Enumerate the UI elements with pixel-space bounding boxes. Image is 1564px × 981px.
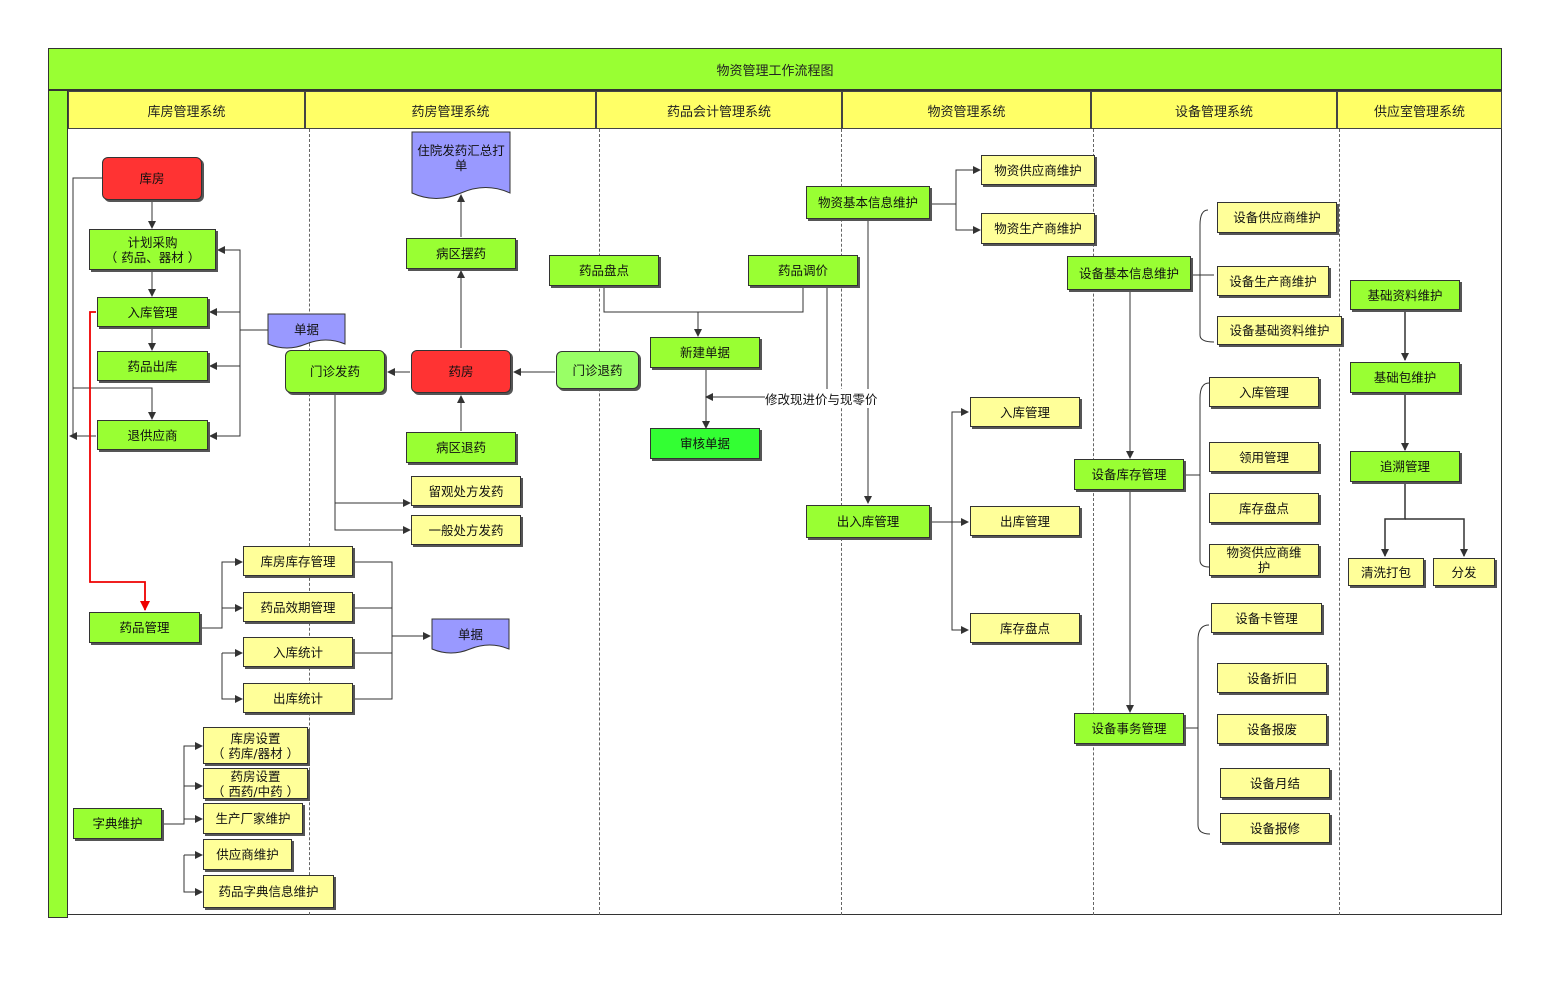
node-liuguan-chufang[interactable]: 留观处方发药 xyxy=(411,476,521,506)
node-zhuisu[interactable]: 追溯管理 xyxy=(1350,451,1460,482)
doc-zhuyuan-fayao[interactable]: 住院发药汇总打 单 xyxy=(417,143,505,173)
lane-header-kufang: 库房管理系统 xyxy=(68,91,305,129)
node-bingqu-tuiyao[interactable]: 病区退药 xyxy=(406,432,516,463)
lane-separator xyxy=(599,129,600,915)
doc-danju-2[interactable]: 单据 xyxy=(457,626,483,642)
node-tui-gongyingshang[interactable]: 退供应商 xyxy=(97,420,208,450)
node-sb-jiben[interactable]: 设备基本信息维护 xyxy=(1067,256,1191,290)
node-kufang-kucun[interactable]: 库房库存管理 xyxy=(243,546,353,576)
node-sb-wz-gongyingshang[interactable]: 物资供应商维 护 xyxy=(1209,544,1319,576)
node-sb-zhejiu[interactable]: 设备折旧 xyxy=(1217,663,1327,693)
diagram-frame xyxy=(68,90,1502,915)
node-fenfa[interactable]: 分发 xyxy=(1433,558,1495,586)
label-xiugai-jiage: 修改现进价与现零价 xyxy=(765,389,878,408)
node-sb-yuejie[interactable]: 设备月结 xyxy=(1220,768,1330,798)
node-sb-ruku[interactable]: 入库管理 xyxy=(1209,377,1319,407)
doc-shape xyxy=(431,618,510,654)
node-kufang-shezhi[interactable]: 库房设置 （ 药库/器材 ） xyxy=(203,727,308,764)
lane-header-yaofang: 药房管理系统 xyxy=(305,91,596,129)
node-sb-kucun[interactable]: 设备库存管理 xyxy=(1074,459,1184,490)
node-jichu-ziliao[interactable]: 基础资料维护 xyxy=(1350,280,1460,310)
node-zidian-xinxi[interactable]: 药品字典信息维护 xyxy=(203,875,334,908)
node-yiban-chufang[interactable]: 一般处方发药 xyxy=(411,515,521,545)
node-gongyingshang-weihu[interactable]: 供应商维护 xyxy=(203,839,292,870)
lane-separator xyxy=(1093,129,1094,915)
doc-danju-1[interactable]: 单据 xyxy=(293,321,319,337)
node-yaopin-guanli[interactable]: 药品管理 xyxy=(89,612,200,643)
node-yaopin-chuku[interactable]: 药品出库 xyxy=(97,351,208,381)
node-yaopin-tiaojia[interactable]: 药品调价 xyxy=(748,255,858,286)
node-wz-chuku[interactable]: 出库管理 xyxy=(970,506,1080,536)
lane-separator xyxy=(1339,129,1340,915)
node-qingxi-dabao[interactable]: 清洗打包 xyxy=(1348,558,1424,586)
node-chuku-tongji[interactable]: 出库统计 xyxy=(243,683,353,713)
node-ruku-guanli[interactable]: 入库管理 xyxy=(97,297,208,327)
doc-shape xyxy=(267,313,346,349)
node-yaopin-pandian[interactable]: 药品盘点 xyxy=(549,255,659,286)
node-ruku-tongji[interactable]: 入库统计 xyxy=(243,637,353,667)
node-sb-ka[interactable]: 设备卡管理 xyxy=(1211,603,1322,633)
node-sb-pandian[interactable]: 库存盘点 xyxy=(1209,493,1319,523)
node-changjia-weihu[interactable]: 生产厂家维护 xyxy=(203,803,303,834)
node-zidian-weihu[interactable]: 字典维护 xyxy=(73,808,162,839)
node-wz-pandian[interactable]: 库存盘点 xyxy=(970,613,1080,643)
node-jichubao[interactable]: 基础包维护 xyxy=(1350,362,1460,393)
node-sb-shengchanshang[interactable]: 设备生产商维护 xyxy=(1217,266,1329,296)
node-wz-shengchanshang[interactable]: 物资生产商维护 xyxy=(981,213,1095,244)
node-menzhen-tuiyao[interactable]: 门诊退药 xyxy=(556,351,639,389)
lane-header-gongying: 供应室管理系统 xyxy=(1337,91,1502,129)
node-churuku-guanli[interactable]: 出入库管理 xyxy=(806,505,930,538)
node-shenhe-danju[interactable]: 审核单据 xyxy=(650,428,760,459)
node-jihua-caigou[interactable]: 计划采购 （ 药品、器材 ） xyxy=(89,229,216,270)
node-menzhen-fayao[interactable]: 门诊发药 xyxy=(285,350,385,393)
node-sb-jichuziliao[interactable]: 设备基础资料维护 xyxy=(1217,316,1342,345)
doc-shape xyxy=(411,131,511,199)
node-sb-gongyingshang[interactable]: 设备供应商维护 xyxy=(1217,202,1337,233)
lane-header-shebei: 设备管理系统 xyxy=(1091,91,1337,129)
node-wz-gongyingshang[interactable]: 物资供应商维护 xyxy=(981,155,1095,185)
node-bingqu-baiyao[interactable]: 病区摆药 xyxy=(406,238,516,269)
lane-separator xyxy=(309,129,310,915)
node-yaofang[interactable]: 药房 xyxy=(411,350,511,393)
left-band xyxy=(48,90,68,918)
diagram-title: 物资管理工作流程图 xyxy=(48,48,1502,90)
lane-header-wuzi: 物资管理系统 xyxy=(842,91,1091,129)
node-sb-baofei[interactable]: 设备报废 xyxy=(1217,714,1327,744)
lane-header-kuaiji: 药品会计管理系统 xyxy=(596,91,842,129)
node-xinjian-danju[interactable]: 新建单据 xyxy=(650,337,760,368)
node-sb-baoxiu[interactable]: 设备报修 xyxy=(1220,813,1330,843)
node-sb-shiwu[interactable]: 设备事务管理 xyxy=(1074,713,1184,744)
node-sb-lingyong[interactable]: 领用管理 xyxy=(1209,442,1319,472)
node-xiaoqi[interactable]: 药品效期管理 xyxy=(243,592,353,622)
node-yaofang-shezhi[interactable]: 药房设置 （ 西药/中药 ） xyxy=(203,768,308,799)
node-kufang[interactable]: 库房 xyxy=(102,157,202,200)
node-wz-ruku[interactable]: 入库管理 xyxy=(970,397,1080,427)
node-wz-jiben[interactable]: 物资基本信息维护 xyxy=(806,186,930,219)
